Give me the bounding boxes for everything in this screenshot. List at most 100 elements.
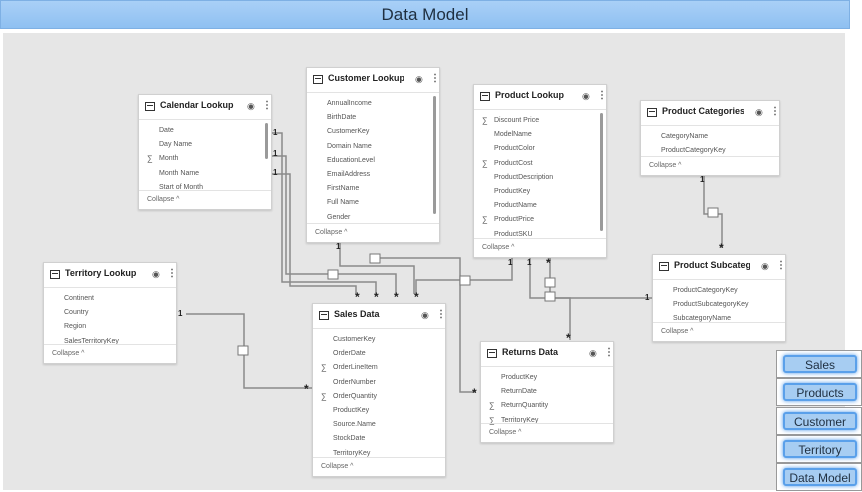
eye-icon[interactable]: ◉ bbox=[152, 269, 160, 279]
field-label: ProductDescription bbox=[494, 173, 554, 181]
field-item[interactable]: EducationLevel bbox=[307, 154, 439, 168]
collapse-button[interactable]: Collapse ^ bbox=[653, 322, 785, 341]
field-item[interactable]: Region bbox=[44, 320, 176, 334]
field-item[interactable]: CustomerKey bbox=[313, 333, 445, 347]
table-header[interactable]: Calendar Lookup◉⋮ bbox=[139, 95, 272, 120]
field-item[interactable]: ProductDescription bbox=[474, 171, 606, 185]
field-item[interactable]: Continent bbox=[44, 292, 176, 306]
field-item[interactable]: ProductSKU bbox=[474, 228, 606, 242]
table-card-product-categories-lookup[interactable]: Product Categories L...◉⋮CategoryNamePro… bbox=[640, 100, 780, 176]
scrollbar[interactable] bbox=[600, 113, 603, 231]
field-item[interactable]: ProductSubcategoryKey bbox=[653, 298, 785, 312]
nav-data-model-button[interactable]: Data Model bbox=[776, 463, 862, 491]
more-options-icon[interactable]: ⋮ bbox=[770, 106, 780, 117]
field-item[interactable]: CategoryName bbox=[641, 130, 779, 144]
field-item[interactable]: CustomerKey bbox=[307, 125, 439, 139]
field-item[interactable]: ∑ReturnQuantity bbox=[481, 399, 613, 413]
table-header[interactable]: Product Categories L...◉⋮ bbox=[641, 101, 780, 126]
eye-icon[interactable]: ◉ bbox=[247, 101, 255, 111]
collapse-button[interactable]: Collapse ^ bbox=[481, 423, 613, 442]
eye-icon[interactable]: ◉ bbox=[589, 348, 597, 358]
field-item[interactable]: SubcategoryName bbox=[653, 312, 785, 326]
field-item[interactable]: FirstName bbox=[307, 182, 439, 196]
nav-products-button[interactable]: Products bbox=[776, 378, 862, 406]
field-item[interactable]: ProductKey bbox=[313, 404, 445, 418]
eye-icon[interactable]: ◉ bbox=[582, 91, 590, 101]
field-item[interactable]: Month Name bbox=[139, 167, 271, 181]
field-item[interactable]: EmailAddress bbox=[307, 168, 439, 182]
field-item[interactable]: ProductKey bbox=[481, 371, 613, 385]
more-options-icon[interactable]: ⋮ bbox=[597, 90, 607, 101]
field-item[interactable]: Source.Name bbox=[313, 418, 445, 432]
field-item[interactable]: ∑OrderQuantity bbox=[313, 390, 445, 404]
field-item[interactable]: Full Name bbox=[307, 196, 439, 210]
field-item[interactable]: ∑Month bbox=[139, 152, 271, 166]
field-item[interactable]: ModelName bbox=[474, 128, 606, 142]
collapse-button[interactable]: Collapse ^ bbox=[307, 223, 439, 242]
more-options-icon[interactable]: ⋮ bbox=[436, 309, 446, 320]
field-item[interactable]: ∑TerritoryKey bbox=[481, 414, 613, 428]
table-header[interactable]: Sales Data◉⋮ bbox=[313, 304, 446, 329]
nav-customer-button[interactable]: Customer bbox=[776, 407, 862, 435]
field-item[interactable]: ProductCategoryKey bbox=[641, 144, 779, 158]
more-options-icon[interactable]: ⋮ bbox=[776, 260, 786, 271]
field-item[interactable]: ∑OrderLineItem bbox=[313, 361, 445, 375]
field-item[interactable]: BirthDate bbox=[307, 111, 439, 125]
collapse-button[interactable]: Collapse ^ bbox=[139, 190, 271, 209]
field-label: CustomerKey bbox=[333, 336, 376, 343]
field-item[interactable]: TerritoryKey bbox=[313, 447, 445, 461]
table-header[interactable]: Product Lookup◉⋮ bbox=[474, 85, 607, 110]
more-options-icon[interactable]: ⋮ bbox=[262, 100, 272, 111]
table-title: Product Subcategorie... bbox=[674, 260, 750, 270]
collapse-button[interactable]: Collapse ^ bbox=[44, 344, 176, 363]
field-item[interactable]: StockDate bbox=[313, 432, 445, 446]
field-item[interactable]: Day Name bbox=[139, 138, 271, 152]
more-options-icon[interactable]: ⋮ bbox=[430, 73, 440, 84]
more-options-icon[interactable]: ⋮ bbox=[604, 347, 614, 358]
field-item[interactable]: OrderNumber bbox=[313, 376, 445, 390]
field-item[interactable]: ProductColor bbox=[474, 142, 606, 156]
table-header[interactable]: Product Subcategorie... ◉ ⋮ bbox=[653, 255, 786, 280]
field-item[interactable]: SalesTerritoryKey bbox=[44, 335, 176, 349]
more-options-icon[interactable]: ⋮ bbox=[167, 268, 177, 279]
field-item[interactable]: AnnualIncome bbox=[307, 97, 439, 111]
eye-icon[interactable]: ◉ bbox=[755, 107, 763, 117]
eye-icon[interactable]: ◉ bbox=[761, 261, 769, 271]
table-header[interactable]: Returns Data◉⋮ bbox=[481, 342, 614, 367]
field-item[interactable]: ProductKey bbox=[474, 185, 606, 199]
scrollbar[interactable] bbox=[265, 123, 268, 159]
field-item[interactable]: ReturnDate bbox=[481, 385, 613, 399]
scrollbar[interactable] bbox=[433, 96, 436, 214]
eye-icon[interactable]: ◉ bbox=[421, 310, 429, 320]
field-item[interactable]: OrderDate bbox=[313, 347, 445, 361]
field-label: Day Name bbox=[159, 141, 193, 149]
field-item[interactable]: Start of Month bbox=[139, 181, 271, 195]
field-item[interactable]: Date bbox=[139, 124, 271, 138]
table-header[interactable]: Customer Lookup◉⋮ bbox=[307, 68, 440, 93]
field-label: CategoryName bbox=[661, 133, 709, 140]
field-item[interactable]: ∑ProductPrice bbox=[474, 213, 606, 227]
field-item[interactable]: Domain Name bbox=[307, 140, 439, 154]
collapse-button[interactable]: Collapse ^ bbox=[474, 238, 606, 257]
eye-icon[interactable]: ◉ bbox=[415, 74, 423, 84]
field-label: Full Name bbox=[327, 199, 359, 207]
collapse-button[interactable]: Collapse ^ bbox=[313, 457, 445, 476]
field-item[interactable]: Country bbox=[44, 306, 176, 320]
table-card-product-subcategories[interactable]: Product Subcategorie... ◉ ⋮ ProductCategory… bbox=[652, 254, 786, 342]
nav-territory-button[interactable]: Territory bbox=[776, 435, 862, 463]
field-item[interactable]: Gender bbox=[307, 211, 439, 225]
field-item[interactable]: ∑ProductCost bbox=[474, 157, 606, 171]
collapse-button[interactable]: Collapse ^ bbox=[641, 156, 779, 175]
field-item[interactable]: ProductCategoryKey bbox=[653, 284, 785, 298]
nav-territory-label: Territory bbox=[783, 440, 857, 458]
field-item[interactable]: ProductName bbox=[474, 199, 606, 213]
field-item[interactable]: ∑Discount Price bbox=[474, 114, 606, 128]
table-header[interactable]: Territory Lookup◉⋮ bbox=[44, 263, 177, 288]
nav-sales-button[interactable]: Sales bbox=[776, 350, 862, 378]
